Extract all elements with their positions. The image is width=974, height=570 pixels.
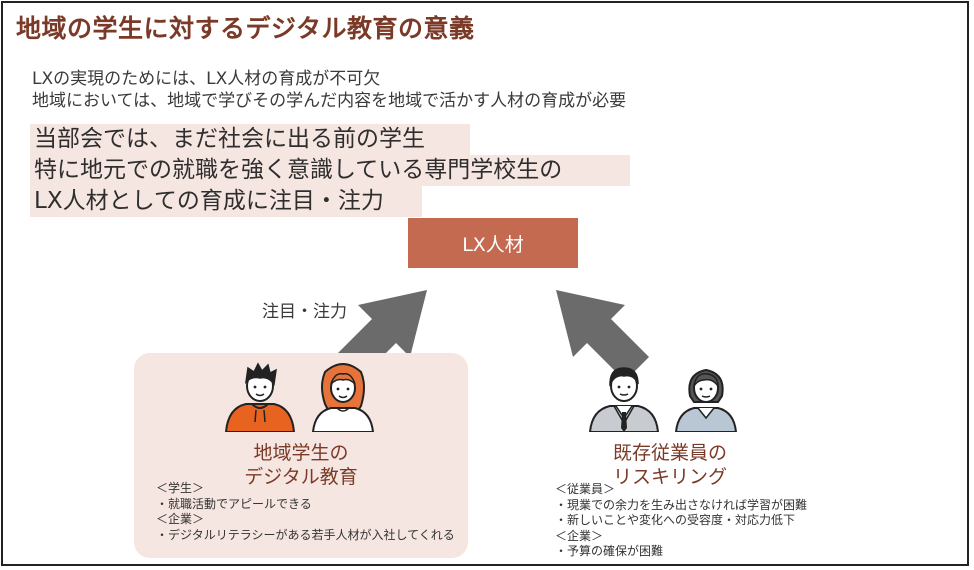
left-group-title: 地域学生の デジタル教育 <box>134 441 468 489</box>
student-female-icon <box>311 363 375 432</box>
right-detail-line: ・現業での余力を生み出さなければ学習が困難 <box>555 497 808 512</box>
intro-line-2: 地域においては、地域で学びその学んだ内容を地域で活かす人材の育成が必要 <box>32 91 627 111</box>
intro-line-1: LXの実現のためには、LX人材の育成が不可欠 <box>32 69 381 89</box>
student-panel <box>134 353 468 558</box>
right-detail-line: ・予算の確保が困難 <box>555 544 664 558</box>
right-group-details: ＜従業員＞ ・現業での余力を生み出さなければ学習が困難 ・新しいことや変化への受… <box>555 482 807 560</box>
highlight-line-1: 当部会では、まだ社会に出る前の学生 <box>30 124 470 155</box>
left-detail-line: ・デジタルリテラシーがある若手人材が入社してくれる <box>156 527 455 542</box>
left-detail-line: ・就職活動でアピールできる <box>156 496 312 511</box>
highlight-line-3: LX人材としての育成に注目・注力 <box>30 186 422 217</box>
focus-label: 注目・注力 <box>262 302 347 322</box>
right-detail-line: ＜従業員＞ <box>555 482 616 496</box>
right-detail-line: ＜企業＞ <box>555 528 604 543</box>
right-group-title-line-1: 既存従業員の <box>612 442 727 464</box>
left-detail-line: ＜企業＞ <box>156 512 205 526</box>
highlight-line-2: 特に地元での就職を強く意識している専門学校生の <box>30 155 630 186</box>
left-group-title-line-1: 地域学生の <box>253 442 349 464</box>
right-detail-line: ・新しいことや変化への受容度・対応力低下 <box>555 513 796 527</box>
right-group-title-line-2: リスキリング <box>612 466 727 488</box>
student-male-icon <box>224 362 296 432</box>
left-detail-line: ＜学生＞ <box>156 481 205 495</box>
left-group-details: ＜学生＞ ・就職活動でアピールできる ＜企業＞ ・デジタルリテラシーがある若手人… <box>156 481 455 543</box>
slide-title: 地域の学生に対するデジタル教育の意義 <box>16 14 475 43</box>
employee-female-icon <box>674 368 738 432</box>
lx-talent-box: LX人材 <box>408 218 578 268</box>
arrow-right-up <box>556 290 649 381</box>
left-group-title-line-2: デジタル教育 <box>244 466 358 488</box>
right-group-title: 既存従業員の リスキリング <box>545 441 795 489</box>
employee-male-icon <box>588 367 660 432</box>
